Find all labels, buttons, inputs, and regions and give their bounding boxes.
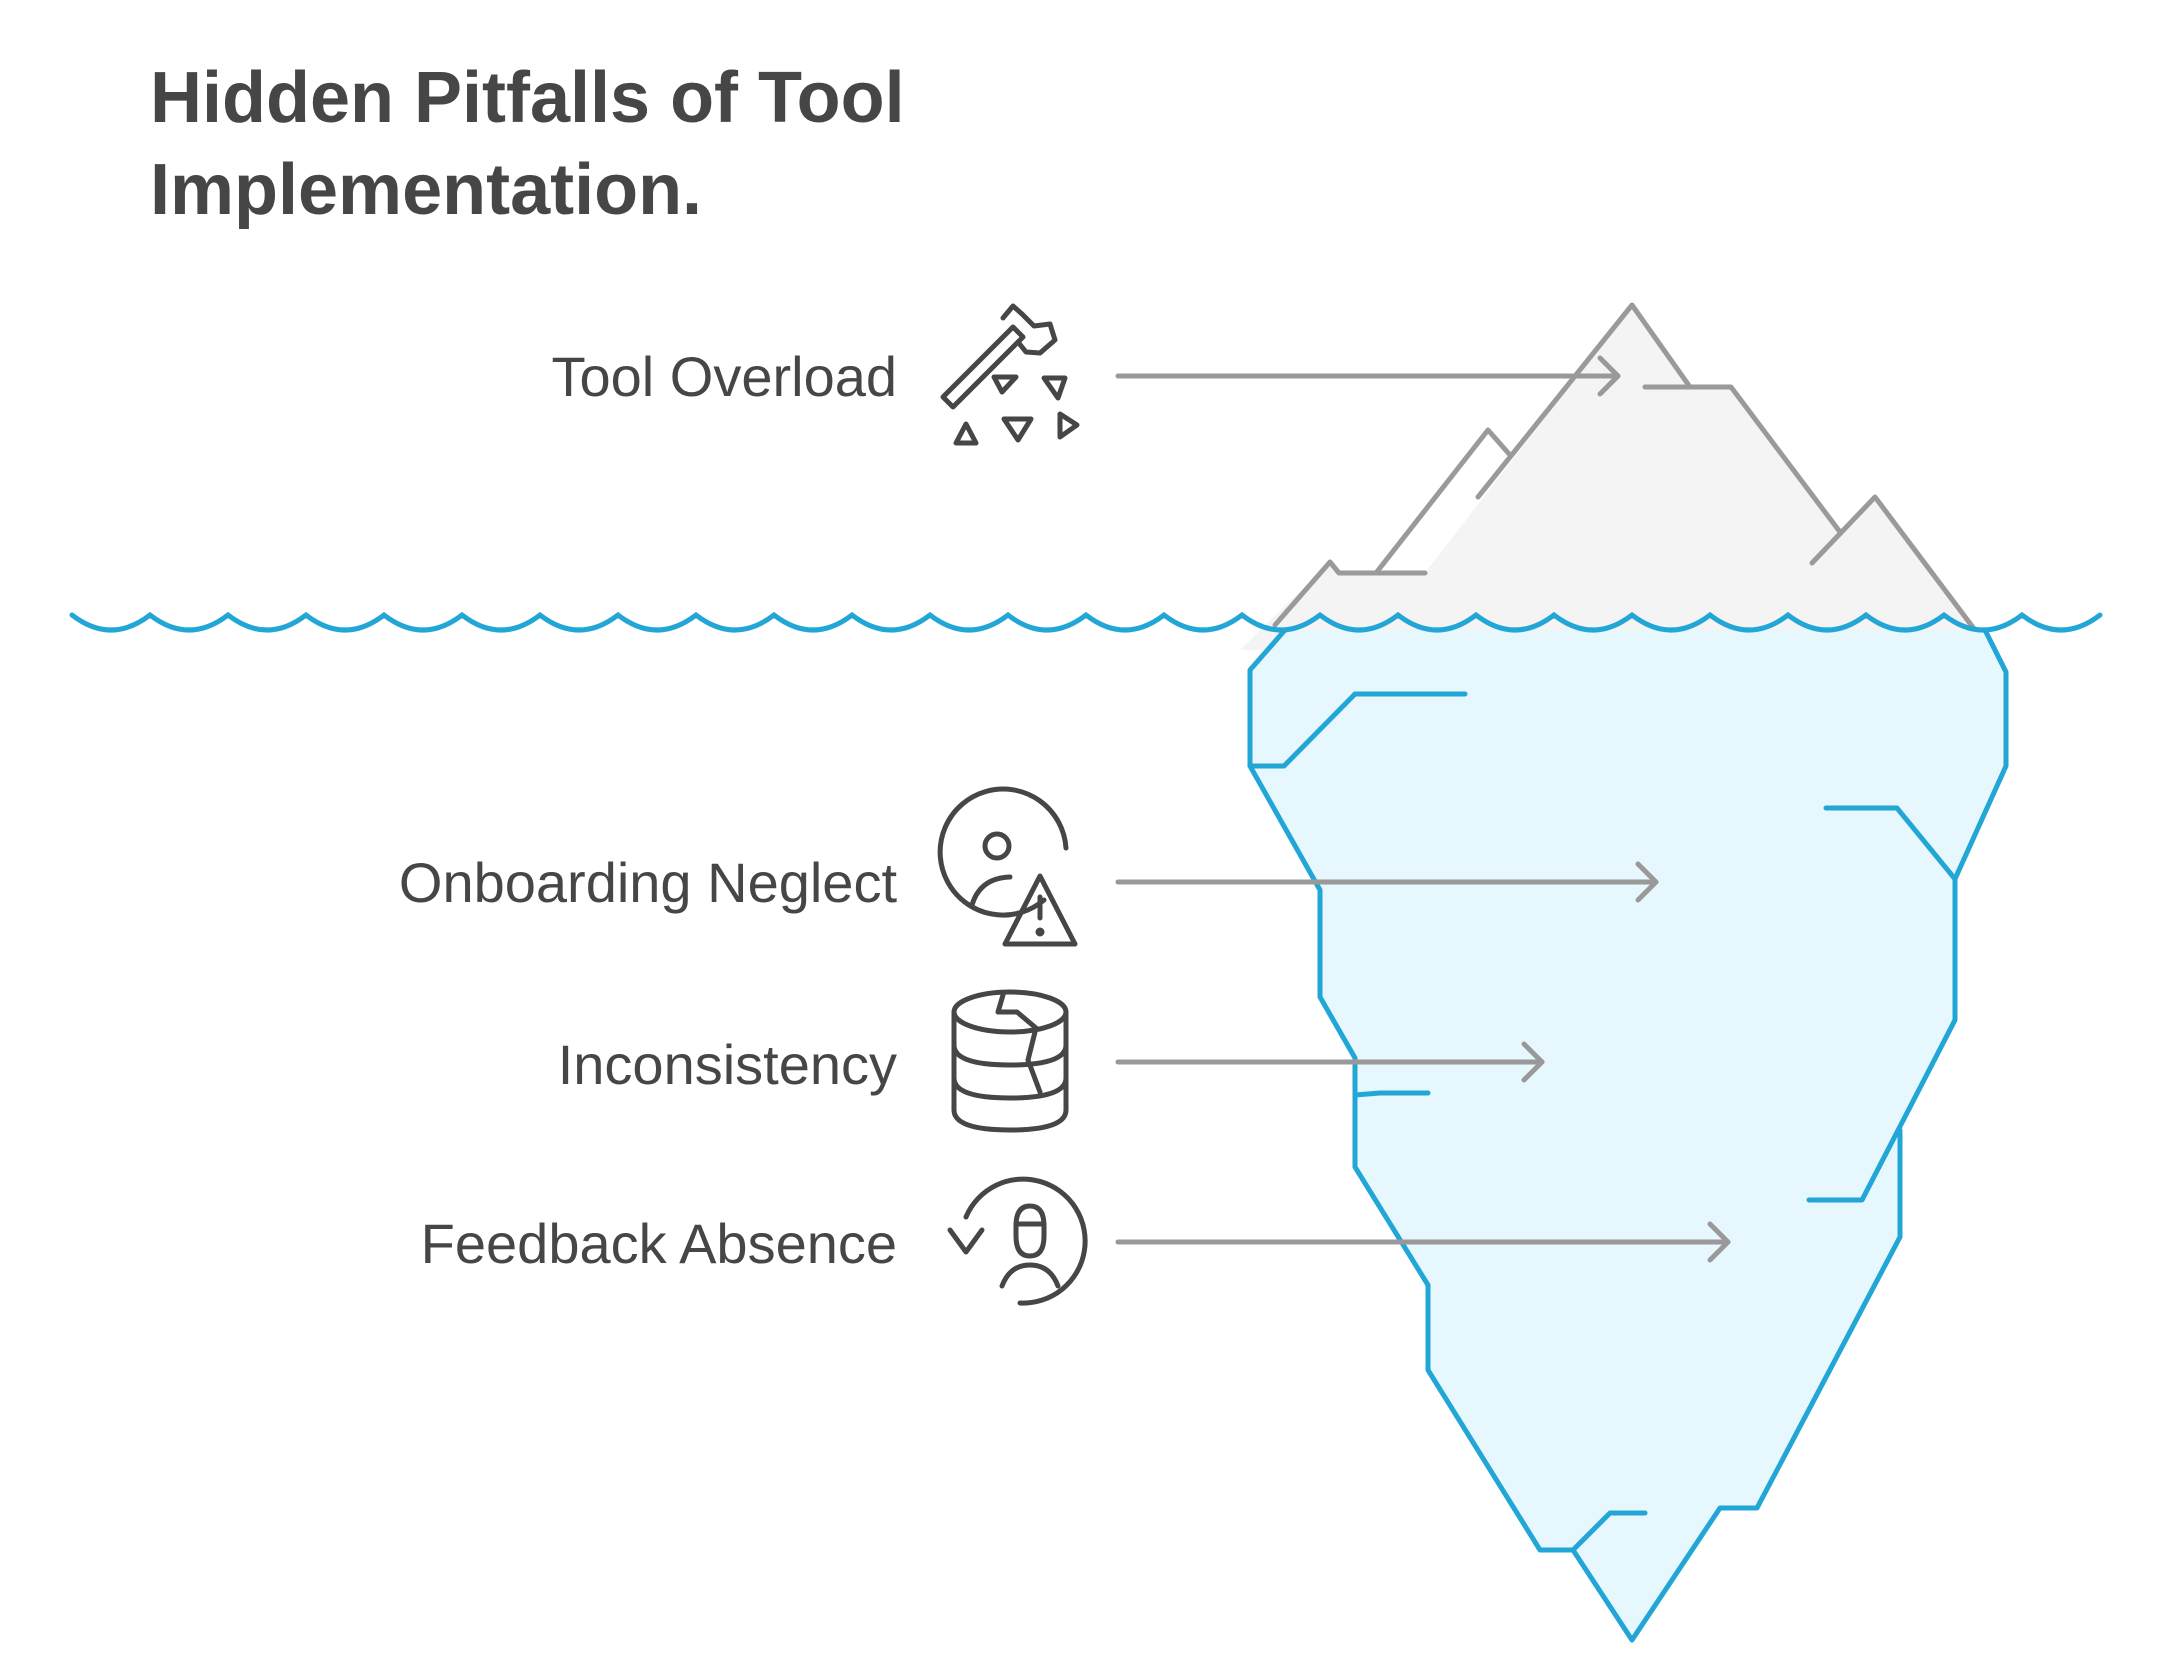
user-refresh-icon (947, 1176, 1088, 1306)
iceberg-underwater-outline (1247, 627, 2009, 1643)
axe-chipping-ice-icon (940, 303, 1080, 446)
water-line (69, 611, 2103, 633)
arrow-feedback-absence (1115, 1221, 1731, 1263)
cracked-database-icon (951, 989, 1069, 1133)
label-inconsistency: Inconsistency (557, 1033, 897, 1096)
iceberg-tip-outline (1272, 302, 1993, 653)
label-tool-overload: Tool Overload (551, 345, 897, 408)
iceberg-tip (1240, 305, 1990, 650)
label-feedback-absence: Feedback Absence (420, 1212, 897, 1275)
iceberg-underwater (1250, 630, 2006, 1640)
user-warning-icon (937, 786, 1078, 947)
arrow-inconsistency (1115, 1041, 1545, 1083)
diagram-title: Hidden Pitfalls of Tool Implementation. (150, 58, 905, 230)
label-onboarding-neglect: Onboarding Neglect (398, 851, 897, 914)
arrow-onboarding-neglect (1115, 861, 1659, 903)
arrow-tool-overload (1115, 355, 1621, 397)
